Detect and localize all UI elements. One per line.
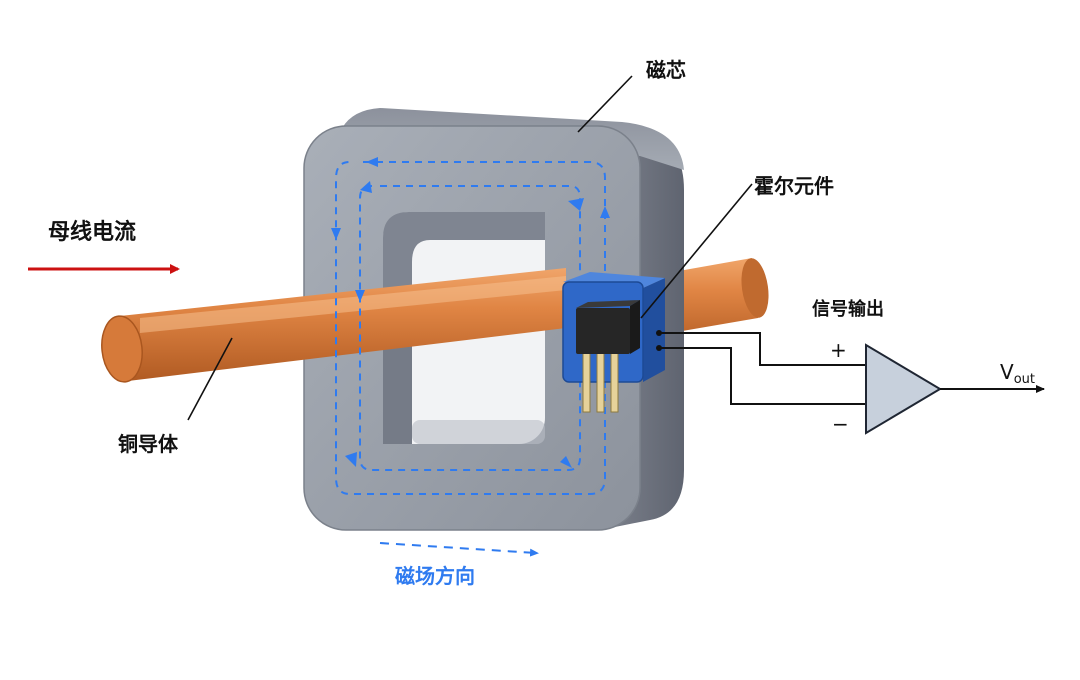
hall-element-label: 霍尔元件 <box>754 174 834 198</box>
field-direction-label: 磁场方向 <box>395 564 475 588</box>
plus-sign: + <box>830 338 847 362</box>
bus-current-label: 母线电流 <box>48 220 137 245</box>
conductor-label: 铜导体 <box>118 432 178 456</box>
magnetic-field-lines <box>335 161 606 495</box>
signal-wires <box>659 332 870 405</box>
vout-label: Vout <box>1000 362 1035 386</box>
core-label: 磁芯 <box>646 58 686 82</box>
leader-lines <box>187 75 753 421</box>
hall-leader <box>640 183 753 319</box>
field-direction-arrow <box>379 542 539 557</box>
signal-output-label: 信号输出 <box>812 299 884 320</box>
vout-subscript: out <box>1013 372 1035 387</box>
copper-conductor-front <box>101 268 566 383</box>
conductor-leader <box>187 337 233 421</box>
field-arrowheads <box>331 157 610 468</box>
amplifier-symbol <box>865 343 1045 435</box>
core-leader <box>577 75 633 133</box>
vout-main: V <box>1000 360 1014 384</box>
hall-element <box>562 272 665 413</box>
minus-sign: − <box>832 412 849 436</box>
